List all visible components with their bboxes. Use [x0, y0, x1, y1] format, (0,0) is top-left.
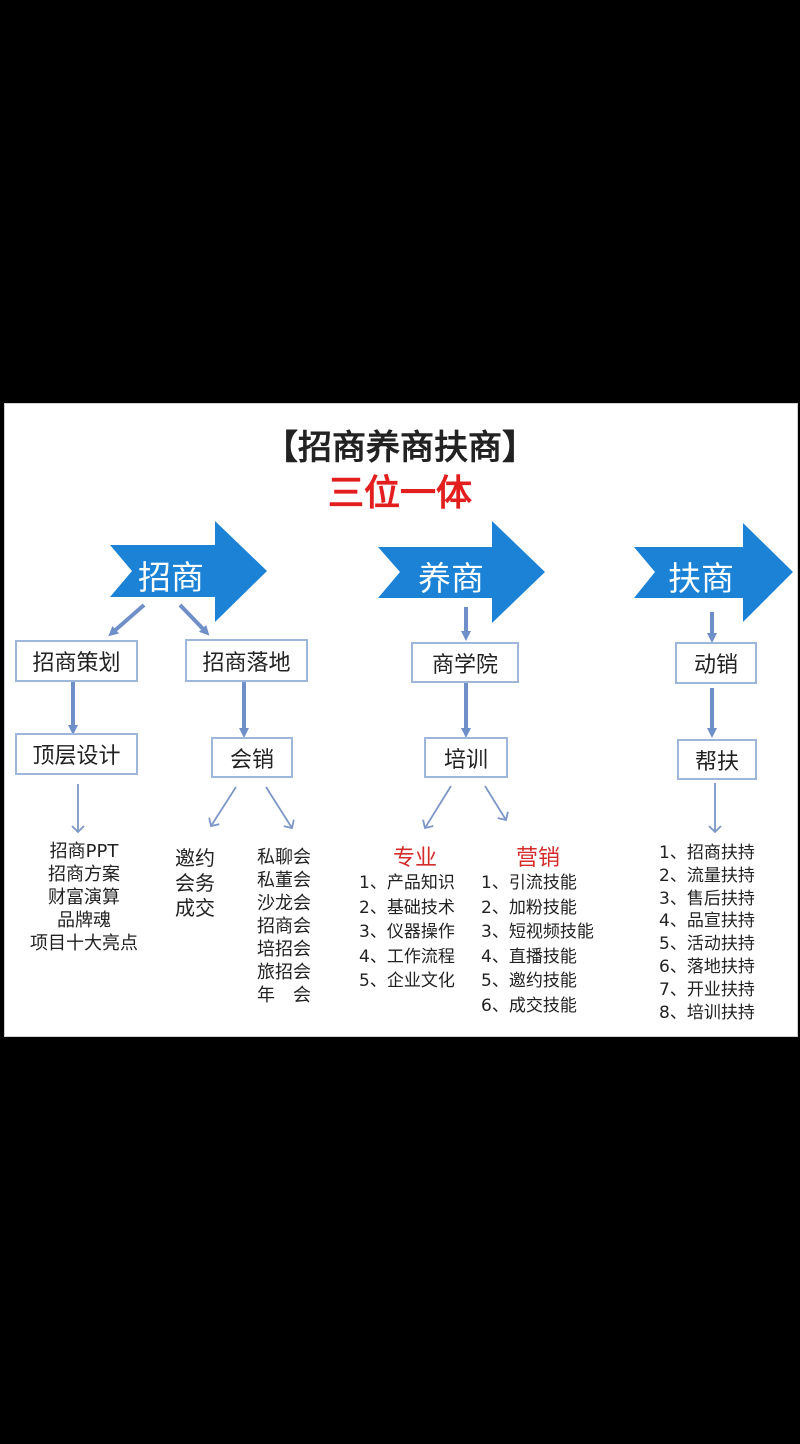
list-item: 6、成交技能 — [481, 995, 577, 1016]
connector — [484, 785, 509, 822]
stage-arrow-zhaoshang — [110, 521, 267, 622]
section-header-zhuanye: 专业 — [393, 846, 438, 871]
box-huixiao: 会销 — [211, 737, 293, 778]
list-item: 品牌魂 — [57, 910, 111, 931]
list-item: 招商方案 — [48, 864, 120, 885]
diagram-title: 【招商养商扶商】 — [264, 428, 536, 468]
box-dingceng-sheji: 顶层设计 — [15, 733, 138, 775]
stage-label-zhaoshang: 招商 — [138, 558, 204, 597]
connector — [422, 785, 452, 830]
list-item: 招商会 — [257, 916, 311, 937]
list-item: 年 会 — [257, 985, 311, 1006]
list-huixiao-left: 邀约 会务 成交 — [175, 846, 215, 921]
list-item: 财富演算 — [48, 887, 120, 908]
connector — [265, 786, 295, 830]
diagram-subtitle: 三位一体 — [327, 473, 472, 514]
list-item: 沙龙会 — [257, 893, 311, 914]
connector — [108, 603, 146, 637]
connector — [208, 786, 237, 828]
list-item: 旅招会 — [257, 962, 311, 983]
list-item: 3、仪器操作 — [359, 922, 455, 942]
list-item: 私聊会 — [257, 847, 311, 868]
diagram-panel — [4, 403, 798, 1037]
list-item: 1、引流技能 — [481, 873, 577, 893]
list-dingceng: 招商PPT 招商方案 财富演算 品牌魂 项目十大亮点 — [24, 840, 144, 955]
stage-arrow-fushang — [634, 523, 793, 622]
box-zhaoshang-cehua: 招商策划 — [15, 640, 138, 682]
list-item: 邀约 — [175, 846, 215, 870]
box-zhaoshang-luodi: 招商落地 — [185, 639, 308, 682]
box-shangxueyuan: 商学院 — [411, 642, 519, 683]
list-item: 8、培训扶持 — [659, 1002, 755, 1023]
list-huixiao-right: 私聊会 私董会 沙龙会 招商会 培招会 旅招会 年 会 — [257, 846, 311, 1007]
list-item: 4、工作流程 — [359, 946, 455, 967]
list-item: 会务 — [175, 871, 215, 895]
list-item: 6、落地扶持 — [659, 956, 755, 977]
box-dongxiao: 动销 — [675, 642, 757, 684]
stage-arrow-yangshang — [378, 521, 545, 623]
list-item: 3、售后扶持 — [659, 888, 755, 909]
list-item: 私董会 — [257, 870, 311, 891]
list-zhuanye: 1、产品知识 2、基础技术 3、仪器操作 4、工作流程 5、企业文化 — [359, 871, 455, 994]
list-item: 5、邀约技能 — [481, 971, 577, 991]
list-item: 1、招商扶持 — [659, 843, 755, 863]
stage-label-fushang: 扶商 — [668, 559, 734, 598]
list-item: 3、短视频技能 — [481, 922, 594, 942]
box-bangfu: 帮扶 — [677, 739, 757, 780]
connector — [178, 603, 210, 636]
section-header-yingxiao: 营销 — [516, 846, 561, 871]
list-item: 2、流量扶持 — [659, 865, 755, 886]
list-item: 成交 — [175, 896, 215, 920]
list-yingxiao: 1、引流技能 2、加粉技能 3、短视频技能 4、直播技能 5、邀约技能 6、成交… — [481, 871, 594, 1018]
list-item: 项目十大亮点 — [30, 933, 138, 954]
list-item: 招商PPT — [49, 841, 119, 862]
list-item: 培招会 — [257, 939, 311, 960]
list-bangfu: 1、招商扶持 2、流量扶持 3、售后扶持 4、品宣扶持 5、活动扶持 6、落地扶… — [659, 842, 755, 1024]
stage-label-yangshang: 养商 — [418, 559, 484, 598]
list-item: 4、品宣扶持 — [659, 911, 755, 932]
list-item: 2、加粉技能 — [481, 897, 577, 918]
list-item: 1、产品知识 — [359, 873, 455, 893]
list-item: 5、活动扶持 — [659, 934, 755, 955]
list-item: 7、开业扶持 — [659, 979, 755, 1000]
box-peixun: 培训 — [424, 737, 508, 778]
list-item: 2、基础技术 — [359, 897, 455, 918]
list-item: 5、企业文化 — [359, 971, 455, 991]
list-item: 4、直播技能 — [481, 946, 577, 967]
